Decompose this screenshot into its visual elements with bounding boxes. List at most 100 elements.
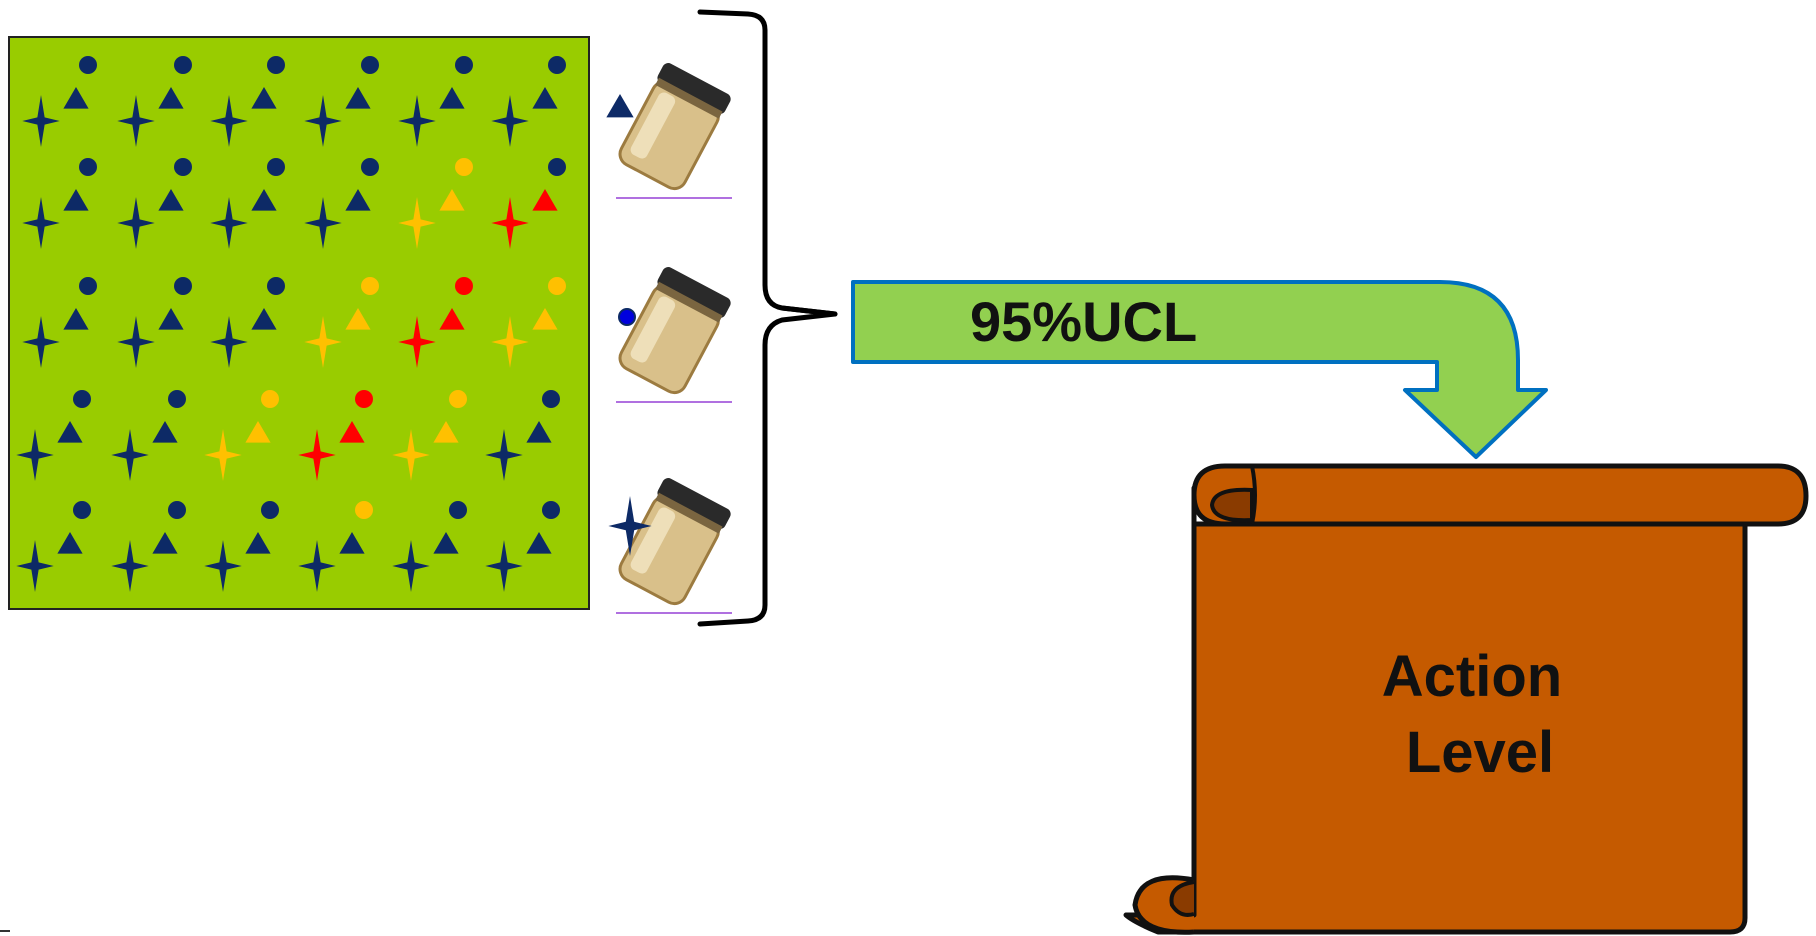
increment-star bbox=[485, 540, 523, 592]
increment-triangle bbox=[439, 87, 465, 109]
increment-triangle bbox=[339, 421, 365, 443]
increment-star bbox=[491, 316, 529, 368]
increment-star bbox=[491, 197, 529, 249]
increment-dot bbox=[174, 277, 192, 295]
increment-dot bbox=[267, 158, 285, 176]
increment-triangle bbox=[345, 189, 371, 211]
sample-jars bbox=[606, 63, 732, 614]
increment-dot bbox=[542, 390, 560, 408]
increment-triangle bbox=[532, 87, 558, 109]
action-level-label-line2: Level bbox=[1406, 720, 1554, 785]
jar-icon bbox=[618, 478, 731, 606]
increment-star bbox=[117, 95, 155, 147]
increment-star bbox=[304, 316, 342, 368]
increment-star bbox=[298, 429, 336, 481]
increment-dot bbox=[79, 158, 97, 176]
increment-triangle bbox=[158, 87, 184, 109]
increment-triangle bbox=[158, 189, 184, 211]
increment-dot bbox=[168, 501, 186, 519]
increment-star bbox=[210, 197, 248, 249]
increment-star bbox=[398, 316, 436, 368]
increment-star bbox=[392, 540, 430, 592]
sample-marker-triangle bbox=[606, 94, 634, 118]
increment-star bbox=[298, 540, 336, 592]
sample-jar bbox=[616, 267, 732, 403]
increment-dot bbox=[548, 277, 566, 295]
increment-star bbox=[304, 95, 342, 147]
increment-dot bbox=[361, 277, 379, 295]
increment-triangle bbox=[433, 532, 459, 554]
increment-star bbox=[111, 540, 149, 592]
increment-dot bbox=[261, 390, 279, 408]
increment-star bbox=[117, 316, 155, 368]
sample-marker-dot bbox=[618, 308, 636, 326]
increment-dot bbox=[455, 158, 473, 176]
increment-triangle bbox=[251, 87, 277, 109]
increment-star bbox=[304, 197, 342, 249]
increment-star bbox=[204, 540, 242, 592]
increment-dot bbox=[79, 277, 97, 295]
increment-dot bbox=[355, 501, 373, 519]
increment-star bbox=[204, 429, 242, 481]
increment-triangle bbox=[251, 189, 277, 211]
increment-star bbox=[485, 429, 523, 481]
increment-triangle bbox=[532, 189, 558, 211]
increment-dot bbox=[174, 158, 192, 176]
ucl-label: 95%UCL bbox=[970, 290, 1197, 353]
increment-dot bbox=[261, 501, 279, 519]
increment-dot bbox=[455, 277, 473, 295]
increment-dot bbox=[449, 501, 467, 519]
increment-dot bbox=[267, 277, 285, 295]
increment-star bbox=[22, 197, 60, 249]
ucl-arrow bbox=[851, 280, 1548, 459]
increment-star bbox=[117, 197, 155, 249]
increment-dot bbox=[449, 390, 467, 408]
increment-triangle bbox=[532, 308, 558, 330]
jar-icon bbox=[618, 267, 731, 395]
increment-star bbox=[398, 95, 436, 147]
increment-triangle bbox=[526, 421, 552, 443]
increment-triangle bbox=[433, 421, 459, 443]
increment-triangle bbox=[152, 532, 178, 554]
increment-triangle bbox=[158, 308, 184, 330]
increment-star bbox=[111, 429, 149, 481]
increment-star bbox=[16, 540, 54, 592]
increment-triangle bbox=[345, 308, 371, 330]
increment-dot bbox=[548, 158, 566, 176]
increment-dot bbox=[174, 56, 192, 74]
increment-triangle bbox=[57, 532, 83, 554]
increment-dot bbox=[542, 501, 560, 519]
increment-dot bbox=[73, 501, 91, 519]
action-level-label-line1: Action bbox=[1382, 644, 1562, 709]
sample-marker-star bbox=[608, 496, 652, 556]
increment-dot bbox=[79, 56, 97, 74]
increment-triangle bbox=[439, 189, 465, 211]
bracket bbox=[697, 9, 838, 627]
increment-triangle bbox=[57, 421, 83, 443]
increment-star bbox=[16, 429, 54, 481]
increment-star bbox=[392, 429, 430, 481]
increment-star bbox=[22, 316, 60, 368]
increment-triangle bbox=[152, 421, 178, 443]
increment-star bbox=[22, 95, 60, 147]
increment-triangle bbox=[526, 532, 552, 554]
increment-triangle bbox=[245, 421, 271, 443]
increment-dot bbox=[548, 56, 566, 74]
action-level-scroll bbox=[1123, 463, 1809, 935]
increment-star bbox=[210, 95, 248, 147]
increment-dot bbox=[73, 390, 91, 408]
increment-dot bbox=[361, 56, 379, 74]
sampling-field bbox=[8, 36, 590, 610]
increment-dot bbox=[455, 56, 473, 74]
increment-triangle bbox=[345, 87, 371, 109]
increment-triangle bbox=[339, 532, 365, 554]
increment-star bbox=[210, 316, 248, 368]
field-increments bbox=[16, 56, 566, 592]
increment-triangle bbox=[439, 308, 465, 330]
increment-star bbox=[398, 197, 436, 249]
sample-jar bbox=[606, 63, 732, 199]
increment-star bbox=[491, 95, 529, 147]
jar-icon bbox=[618, 63, 731, 191]
increment-dot bbox=[355, 390, 373, 408]
